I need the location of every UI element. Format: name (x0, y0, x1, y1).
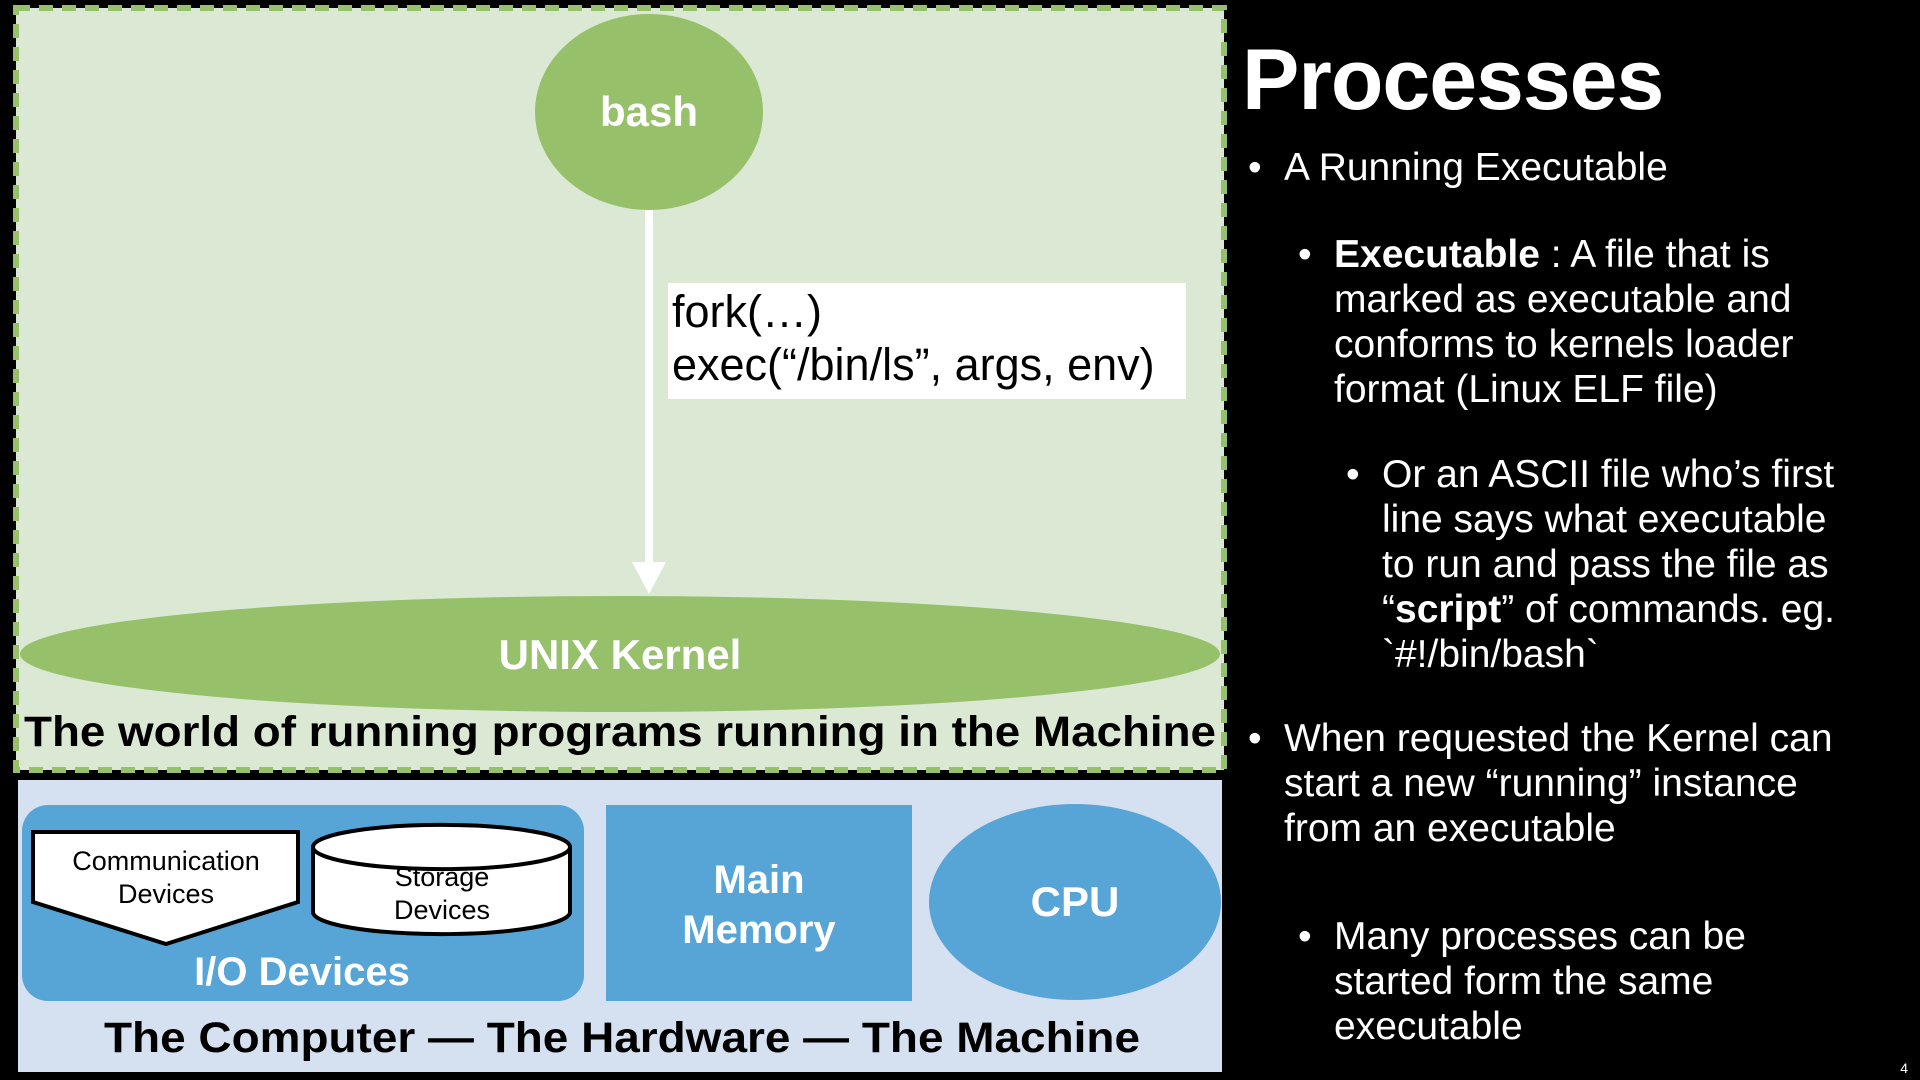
bullet-text: conforms to kernels loader (1334, 323, 1794, 366)
storage-cylinder-top (311, 846, 572, 872)
world-caption: The world of running programs running in… (24, 708, 1216, 756)
communication-devices-node (31, 830, 300, 947)
main-memory-node (606, 805, 912, 1001)
exec-call-text: exec(“/bin/ls”, args, env) (672, 339, 1155, 390)
slide-title: Processes (1242, 32, 1664, 128)
cpu-node (929, 804, 1221, 1000)
script-term: script (1395, 588, 1502, 631)
hardware-caption: The Computer — The Hardware — The Machin… (104, 1014, 1140, 1062)
comm-devices-label-line1: Communication (72, 846, 260, 876)
arrow-head-icon (632, 562, 666, 594)
bullet-dot-icon: • (1298, 233, 1312, 276)
bullet-executable-definition: • Executable : A file that is marked as … (1298, 232, 1794, 412)
process-diagram: bash UNIX Kernel The world of running pr… (13, 5, 1227, 1076)
kernel-label: UNIX Kernel (499, 631, 742, 678)
bullet-many-processes: • Many processes can be started form the… (1298, 914, 1746, 1049)
storage-devices-label-line1: Storage (395, 862, 490, 892)
syscall-label-box: fork(…) exec(“/bin/ls”, args, env) (668, 283, 1186, 399)
bullet-text: line says what executable (1382, 498, 1827, 541)
bullet-dot-icon: • (1248, 146, 1262, 189)
bullet-dot-icon: • (1346, 453, 1360, 496)
slide-text-panel: Processes • A Running Executable • Execu… (1238, 20, 1908, 1070)
bullet-kernel-start: • When requested the Kernel can start a … (1248, 716, 1833, 851)
bullet-text: from an executable (1284, 807, 1616, 850)
bullet-text: : A file that is (1539, 233, 1770, 276)
bullet-text: When requested the Kernel can (1284, 717, 1833, 760)
main-memory-label-line2: Memory (682, 908, 836, 952)
bullet-running-executable: • A Running Executable (1248, 145, 1668, 190)
comm-devices-label-line2: Devices (118, 879, 214, 909)
bullet-text: to run and pass the file as (1382, 543, 1829, 586)
page-number: 4 (1900, 1060, 1908, 1076)
fork-call-text: fork(…) (672, 286, 822, 337)
bullet-text: start a new “running” instance (1284, 762, 1798, 805)
bullet-text: started form the same (1334, 960, 1714, 1003)
bullet-text: executable (1334, 1005, 1523, 1048)
bullet-text: `#!/bin/bash` (1382, 633, 1599, 676)
storage-devices-label-line2: Devices (394, 895, 490, 925)
bullet-ascii-script: • Or an ASCII file who’s first line says… (1346, 452, 1836, 677)
bash-label: bash (600, 88, 698, 135)
bullet-text: ” of commands. eg. (1501, 588, 1836, 631)
bullet-dot-icon: • (1248, 717, 1262, 760)
unix-kernel-node (20, 596, 1220, 712)
bullet-text: marked as executable and (1334, 278, 1792, 321)
bullet-dot-icon: • (1298, 915, 1312, 958)
bullet-text: format (Linux ELF file) (1334, 368, 1718, 411)
main-memory-label-line1: Main (713, 858, 804, 902)
storage-devices-node (311, 822, 572, 937)
cpu-label: CPU (1031, 878, 1120, 925)
bash-process-node (535, 14, 763, 210)
bullet-text: A Running Executable (1284, 146, 1668, 189)
bullet-text: Many processes can be (1334, 915, 1746, 958)
executable-term: Executable (1334, 233, 1540, 276)
quote-open: “ (1382, 588, 1395, 631)
bullet-text: Or an ASCII file who’s first (1382, 453, 1835, 496)
io-devices-label: I/O Devices (194, 950, 410, 994)
